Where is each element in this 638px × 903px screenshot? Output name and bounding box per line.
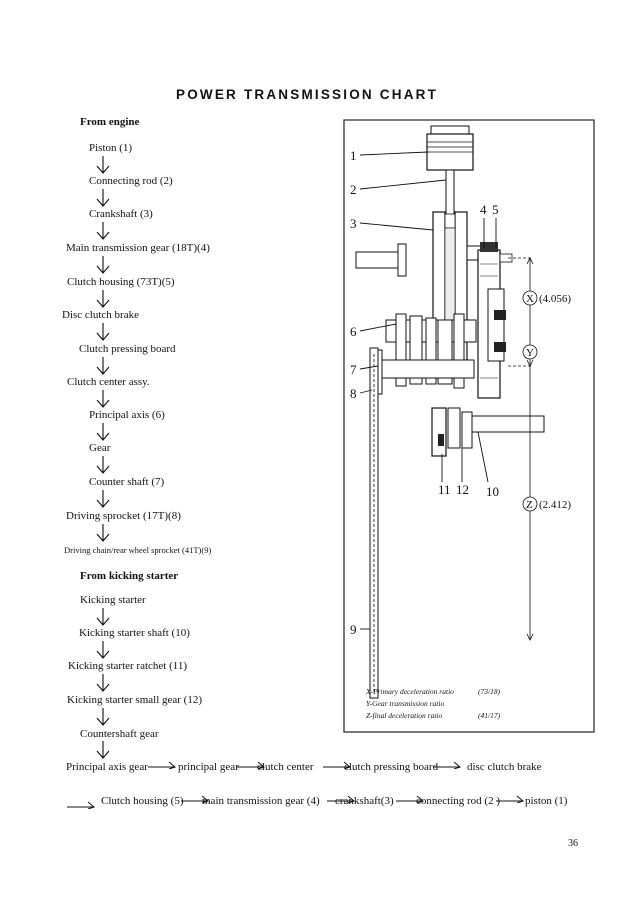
piston-drawing <box>426 125 474 171</box>
down-arrow-icon <box>96 256 110 274</box>
step-kicking-starter: Kicking starter <box>80 594 146 606</box>
down-arrow-icon <box>96 357 110 375</box>
page-title: POWER TRANSMISSION CHART <box>176 87 439 102</box>
callout-labels: 1 2 3 4 5 6 7 8 9 10 11 12 <box>350 148 499 637</box>
flow-piston: piston (1) <box>525 795 568 807</box>
callout-1: 1 <box>350 148 357 163</box>
clutch-housing-drawing <box>477 242 513 399</box>
legend-line-1: X-Primary deceleration ratio <box>365 687 454 696</box>
down-arrow-icon <box>96 290 110 308</box>
ratio-y-symbol: Y <box>526 347 534 359</box>
down-arrow-icon <box>96 222 110 240</box>
kickstarter-drawing <box>431 407 545 457</box>
flow-crankshaft: crankshaft(3) <box>335 795 394 807</box>
step-gear: Gear <box>89 442 111 454</box>
step-crankshaft: Crankshaft (3) <box>89 208 153 220</box>
down-arrow-icon <box>96 741 110 759</box>
right-arrow-icon <box>496 795 525 803</box>
legend-line-2: Y-Gear transmission ratio <box>366 699 444 708</box>
callout-8: 8 <box>350 386 357 401</box>
step-piston: Piston (1) <box>89 142 133 154</box>
starter-section-header: From kicking starter <box>80 570 179 582</box>
step-connecting-rod: Connecting rod (2) <box>89 175 173 187</box>
page-number: 36 <box>568 838 578 849</box>
ratio-x-value: (4.056) <box>539 293 571 305</box>
ratio-z-symbol: Z <box>526 499 533 511</box>
step-counter-shaft: Counter shaft (7) <box>89 476 165 488</box>
down-arrow-icon <box>96 674 110 692</box>
flow-clutch-pressing-board: clutch pressing board <box>344 761 439 773</box>
callout-6: 6 <box>350 324 357 339</box>
callout-5: 5 <box>492 202 499 217</box>
step-countershaft-gear: Countershaft gear <box>80 728 159 740</box>
connecting-rod-drawing <box>445 169 455 219</box>
flow-clutch-housing: Clutch housing (5) <box>101 795 184 807</box>
step-driving-sprocket: Driving sprocket (17T)(8) <box>66 510 181 522</box>
ratio-guides <box>508 257 534 641</box>
right-arrow-icon <box>327 795 356 803</box>
down-arrow-icon <box>96 608 110 626</box>
callout-9: 9 <box>350 622 357 637</box>
right-arrow-icon <box>323 761 352 769</box>
down-arrow-icon <box>96 189 110 207</box>
down-arrow-icon <box>96 641 110 659</box>
step-kicking-starter-shaft: Kicking starter shaft (10) <box>79 627 190 639</box>
ratio-z-value: (2.412) <box>539 499 571 511</box>
down-arrow-icon <box>96 156 110 174</box>
diagram-frame <box>343 119 595 733</box>
callout-7: 7 <box>350 362 357 377</box>
chain-drawing <box>369 347 379 699</box>
callout-3: 3 <box>350 216 357 231</box>
step-main-transmission-gear: Main transmission gear (18T)(4) <box>66 242 210 254</box>
down-arrow-icon <box>96 323 110 341</box>
right-arrow-icon <box>237 761 266 769</box>
step-clutch-housing: Clutch housing (73T)(5) <box>67 276 175 288</box>
down-arrow-icon <box>96 708 110 726</box>
step-driving-chain: Driving chain/rear wheel sprocket (41T)(… <box>64 545 212 555</box>
legend-value-3: (41/17) <box>478 711 501 720</box>
step-clutch-pressing-board: Clutch pressing board <box>79 343 176 355</box>
legend-line-3: Z-final deceleration ratio <box>366 711 442 720</box>
callout-10: 10 <box>486 484 499 499</box>
flow-disc-clutch-brake: disc clutch brake <box>467 761 542 773</box>
callout-leaders <box>359 151 497 630</box>
callout-12: 12 <box>456 482 469 497</box>
right-arrow-icon <box>433 761 462 769</box>
gearbox-drawing <box>373 313 477 395</box>
step-principal-axis: Principal axis (6) <box>89 409 165 421</box>
right-arrow-icon <box>181 795 210 803</box>
ratio-x-symbol: X <box>526 293 534 305</box>
step-kicking-starter-ratchet: Kicking starter ratchet (11) <box>68 660 188 672</box>
step-disc-clutch-brake: Disc clutch brake <box>62 309 139 321</box>
down-arrow-icon <box>96 456 110 474</box>
right-arrow-icon <box>148 761 177 769</box>
engine-section-header: From engine <box>80 116 140 128</box>
flow-main-transmission-gear: main transmission gear (4) <box>202 795 320 807</box>
callout-2: 2 <box>350 182 357 197</box>
flow-principal-axis-gear: Principal axis gear <box>66 761 148 773</box>
down-arrow-icon <box>96 524 110 542</box>
down-arrow-icon <box>96 390 110 408</box>
ratio-labels: X (4.056) Y Z (2.412) <box>522 290 571 512</box>
step-clutch-center: Clutch center assy. <box>67 376 150 388</box>
down-arrow-icon <box>96 423 110 441</box>
flow-principal-gear: principal gear <box>178 761 239 773</box>
ratio-legend: X-Primary deceleration ratio (73/18) Y-G… <box>365 687 501 720</box>
right-arrow-icon <box>67 801 96 809</box>
step-kicking-starter-small-gear: Kicking starter small gear (12) <box>67 694 203 706</box>
flow-connecting-rod: connecting rod (2 ) <box>416 795 500 807</box>
callout-4: 4 <box>480 202 487 217</box>
flow-clutch-center: clutch center <box>257 761 314 773</box>
down-arrow-icon <box>96 490 110 508</box>
legend-value-1: (73/18) <box>478 687 501 696</box>
power-transmission-diagram: 1 2 3 4 5 6 7 8 9 10 11 12 X <box>343 119 595 733</box>
callout-11: 11 <box>438 482 451 497</box>
right-arrow-icon <box>396 795 425 803</box>
